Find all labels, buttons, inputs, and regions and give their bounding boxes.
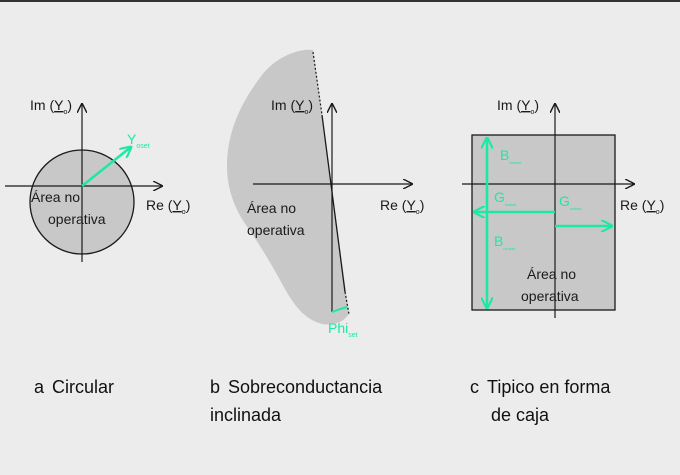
im-axis-label: Im (Yo): [497, 97, 539, 116]
panel-c-box-shape: Im (Yo) Re (Yo) Bfwdset Brwdset Gfwdset …: [462, 97, 664, 318]
caption-c: c Tipico en forma de caja: [470, 373, 610, 429]
top-border-line: [0, 0, 680, 2]
re-axis-label: Re (Yo): [620, 197, 664, 216]
caption-b: b Sobreconductancia inclinada: [210, 373, 382, 429]
area-label-line1: Área no: [31, 189, 80, 205]
caption-a-letter: a: [34, 377, 45, 397]
caption-c-text-line2: de caja: [491, 405, 550, 425]
caption-b-text-line1: Sobreconductancia: [228, 377, 383, 397]
im-axis-label: Im (Yo): [30, 97, 72, 116]
caption-b-text-line2: inclinada: [210, 405, 282, 425]
re-axis-label: Re (Yo): [146, 197, 190, 216]
area-label-line2: operativa: [521, 288, 579, 304]
g-rwdset-label: Grwdset: [559, 193, 583, 211]
inclined-boundary-line: [321, 114, 346, 293]
phiset-angle-arc: [331, 306, 348, 313]
caption-a: a Circular: [34, 373, 114, 401]
im-axis-label: Im (Yo): [271, 97, 313, 116]
re-axis-label: Re (Yo): [380, 197, 424, 216]
g-fwdset-label: Gfwdset: [494, 189, 517, 207]
area-label-line2: operativa: [247, 222, 305, 238]
non-operating-area-region: [226, 49, 349, 325]
yoset-vector-arrow: [81, 147, 131, 188]
panel-b-inclined-overconductance: Im (Yo) Re (Yo) Phiset Área no operativa: [226, 49, 424, 339]
caption-b-letter: b: [210, 377, 221, 397]
phiset-label: Phiset: [328, 320, 358, 339]
dotted-boundary-top: [312, 51, 323, 116]
yoset-label: Yoset: [127, 131, 150, 150]
panel-a-circular: Im (Yo) Re (Yo) Yoset Área no operativa: [5, 97, 190, 262]
area-label-line1: Área no: [527, 266, 576, 282]
caption-c-text-line1: Tipico en forma: [487, 377, 611, 397]
area-label-line1: Área no: [247, 200, 296, 216]
caption-c-letter: c: [470, 377, 479, 397]
b-rwdset-label: Brwdset: [494, 233, 516, 251]
area-label-line2: operativa: [48, 211, 106, 227]
b-fwdset-label: Bfwdset: [500, 147, 522, 165]
non-operating-area-box: [471, 134, 616, 311]
caption-a-text: Circular: [52, 377, 115, 397]
